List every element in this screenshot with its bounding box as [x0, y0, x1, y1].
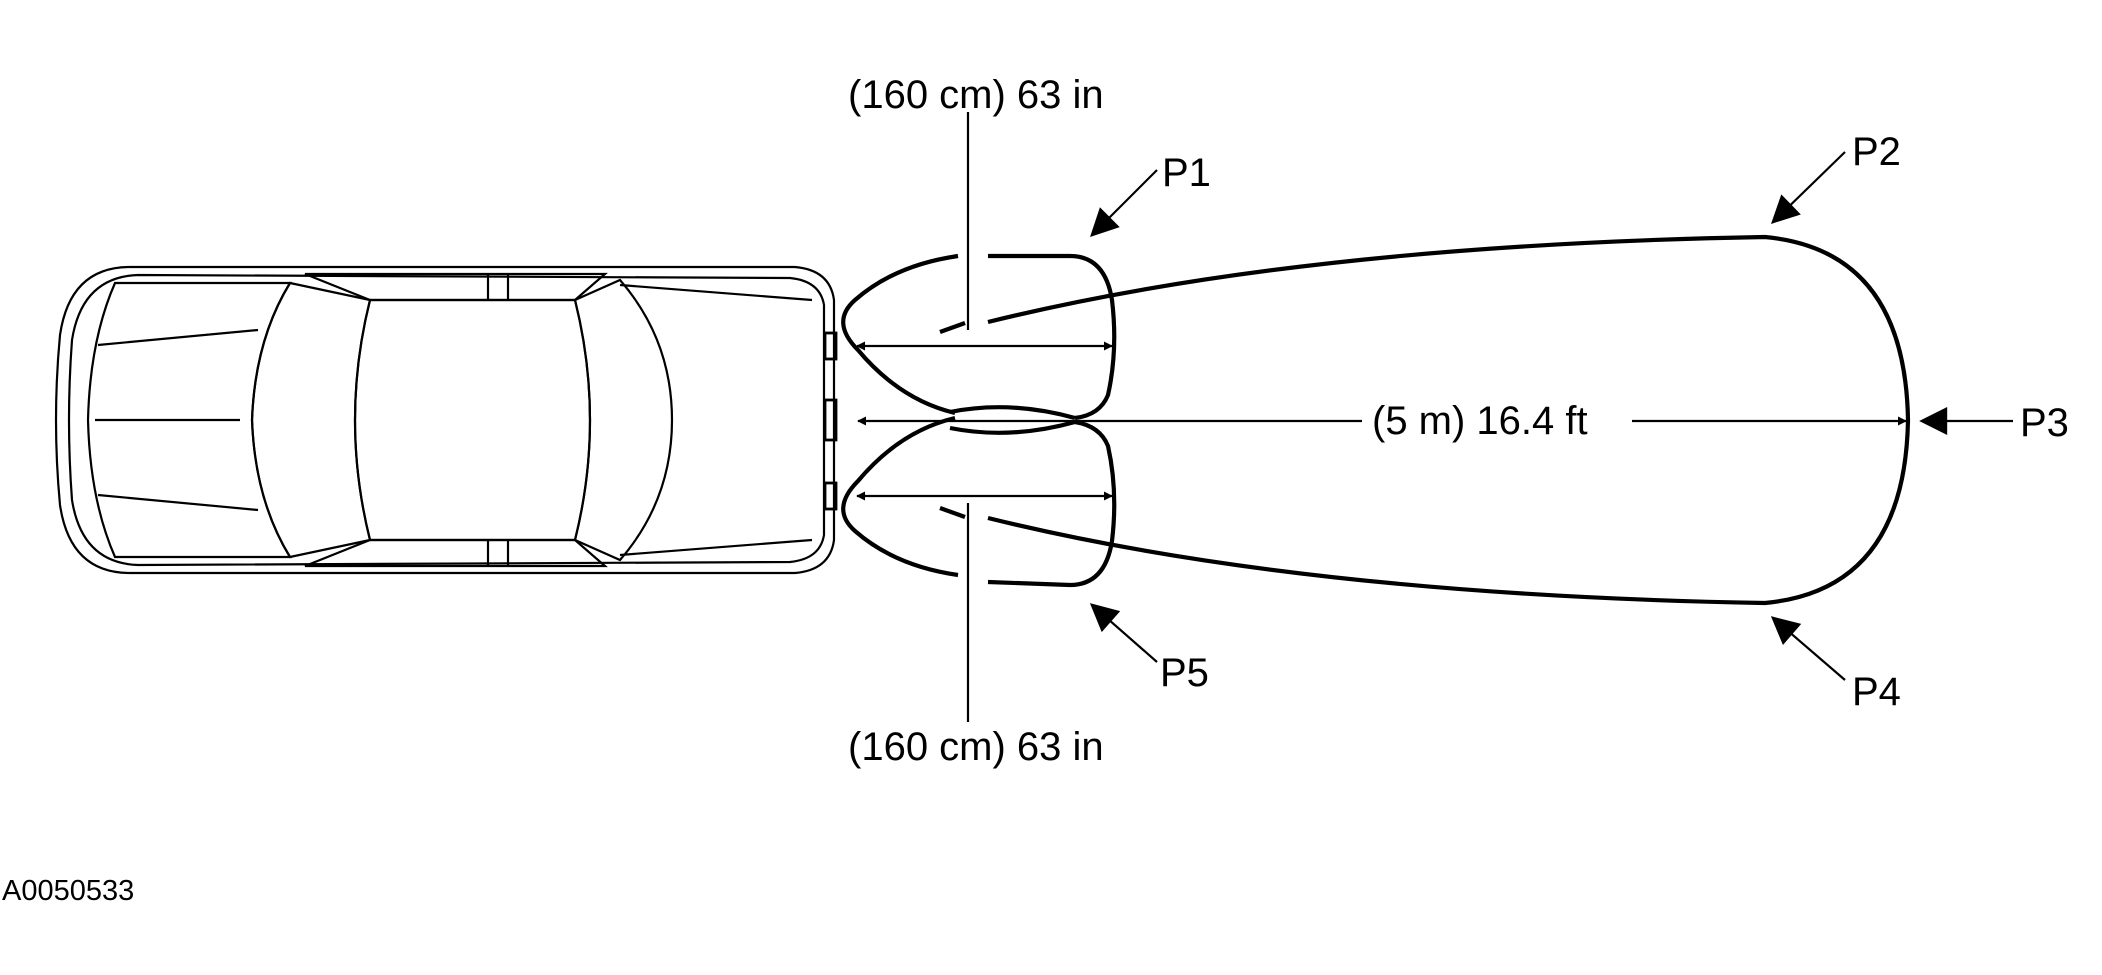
trunk-line-top — [619, 283, 813, 302]
side-window-top — [304, 272, 608, 302]
label-width-bottom: (160 cm) 63 in — [848, 725, 1104, 769]
label-width-top: (160 cm) 63 in — [848, 73, 1104, 117]
detection-zones — [841, 234, 1911, 606]
zone-lower-lobe — [841, 415, 959, 578]
zone-long-range — [987, 234, 1911, 606]
callout-arrow-p4 — [1770, 616, 1846, 681]
sensor-center — [823, 398, 838, 442]
vehicle-body-inner-outline — [67, 273, 826, 567]
zone-mark-top — [939, 321, 966, 334]
label-p3: P3 — [2020, 401, 2069, 445]
zone-lower-lobe-right — [987, 419, 1117, 588]
callout-arrow-p1 — [1090, 169, 1158, 237]
trunk-line-bottom — [619, 538, 813, 557]
side-window-bottom — [304, 538, 608, 568]
zone-center-pinch — [949, 405, 1076, 435]
callout-arrow-p2 — [1770, 151, 1846, 224]
label-p2: P2 — [1852, 130, 1901, 174]
callouts — [1089, 151, 2013, 681]
zone-upper-lobe-right — [988, 253, 1117, 421]
vehicle-body-outline — [54, 265, 836, 575]
label-p1: P1 — [1162, 151, 1211, 195]
vehicle-rear-window — [573, 278, 674, 562]
label-p5: P5 — [1160, 651, 1209, 695]
label-length: (5 m) 16.4 ft — [1372, 399, 1588, 443]
sensor-bottom — [823, 481, 838, 511]
hood-crease-bottom — [97, 493, 259, 512]
zone-mark-bottom — [939, 506, 966, 519]
dimension-lines — [856, 112, 1907, 722]
vehicle-top-view — [54, 265, 838, 575]
vehicle-roof — [353, 298, 592, 542]
figure-id: A0050533 — [2, 875, 134, 907]
vehicle-windshield — [250, 281, 372, 559]
zone-upper-lobe — [841, 253, 959, 416]
label-p4: P4 — [1852, 670, 1901, 714]
hood-crease-top — [97, 328, 259, 347]
callout-arrow-p5 — [1089, 603, 1158, 663]
sensor-top — [823, 331, 838, 361]
